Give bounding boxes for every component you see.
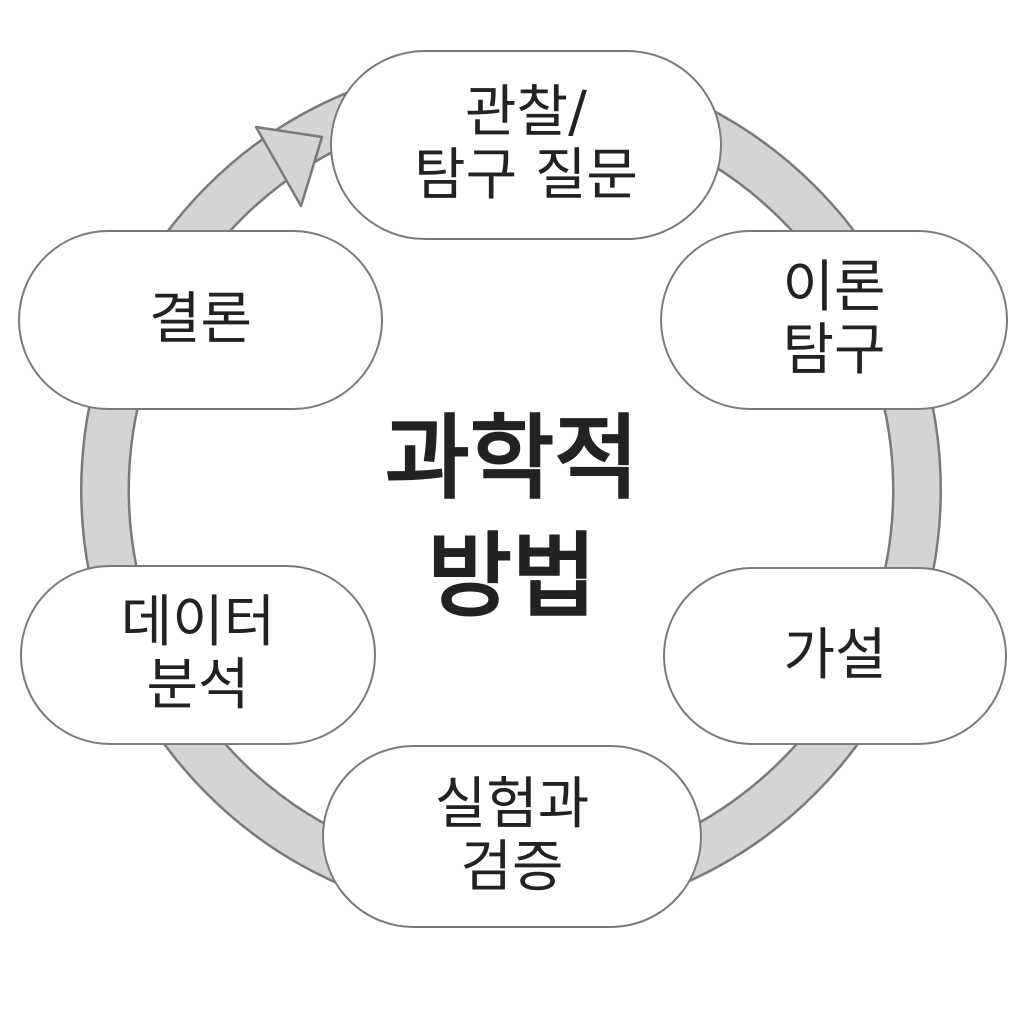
step-hypothesis: 가설 [663, 567, 1007, 745]
step-label: 관찰/ [465, 80, 587, 146]
step-label: 결론 [148, 286, 253, 352]
title-line: 과학적 [385, 405, 639, 512]
step-label: 탐구 [782, 318, 886, 383]
step-conclusion: 결론 [18, 230, 383, 410]
step-experiment: 실험과 검증 [322, 745, 702, 928]
step-label: 데이터 [120, 590, 276, 656]
step-label: 가설 [783, 622, 887, 688]
step-label: 실험과 [434, 771, 590, 837]
step-label: 분석 [146, 653, 250, 718]
title-line: 방법 [427, 522, 597, 630]
step-label: 이론 [782, 255, 886, 321]
step-label: 검증 [460, 834, 564, 900]
step-theory: 이론 탐구 [660, 230, 1008, 410]
cycle-arrowhead-icon [254, 125, 324, 208]
step-observation: 관찰/ 탐구 질문 [330, 50, 722, 240]
step-label: 탐구 질문 [414, 143, 638, 208]
step-data-analysis: 데이터 분석 [20, 565, 376, 745]
diagram-title: 과학적 방법 [312, 400, 712, 636]
